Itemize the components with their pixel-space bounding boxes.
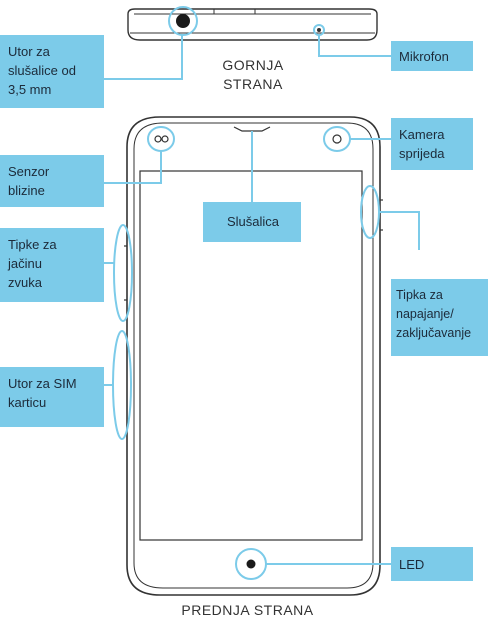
microphone-hole-icon — [317, 28, 321, 32]
label-led: LED — [391, 547, 473, 581]
caption-front-side: PREDNJA STRANA — [181, 602, 314, 618]
proximity-sensor-left-icon — [154, 135, 162, 143]
label-microphone: Mikrofon — [391, 41, 473, 71]
phone-top-view — [127, 8, 378, 41]
label-sim-slot: Utor za SIM karticu — [0, 367, 104, 427]
proximity-sensor-right-icon — [161, 135, 169, 143]
headphone-jack-icon — [176, 14, 190, 28]
caption-top-side: GORNJA STRANA — [222, 57, 284, 92]
label-power-lock-key: Tipka za napajanje/ zaključavanje — [391, 279, 488, 356]
label-volume-keys: Tipke za jačinu zvuka — [0, 228, 104, 302]
label-front-camera: Kamera sprijeda — [391, 118, 473, 170]
phone-front-view — [124, 116, 383, 596]
label-earpiece: Slušalica — [203, 202, 301, 242]
led-icon — [246, 559, 256, 569]
label-headphone-jack: Utor za slušalice od 3,5 mm — [0, 35, 104, 108]
callout-leaders — [104, 6, 420, 580]
front-camera-icon — [332, 134, 342, 144]
label-proximity-sensor: Senzor blizine — [0, 155, 104, 207]
